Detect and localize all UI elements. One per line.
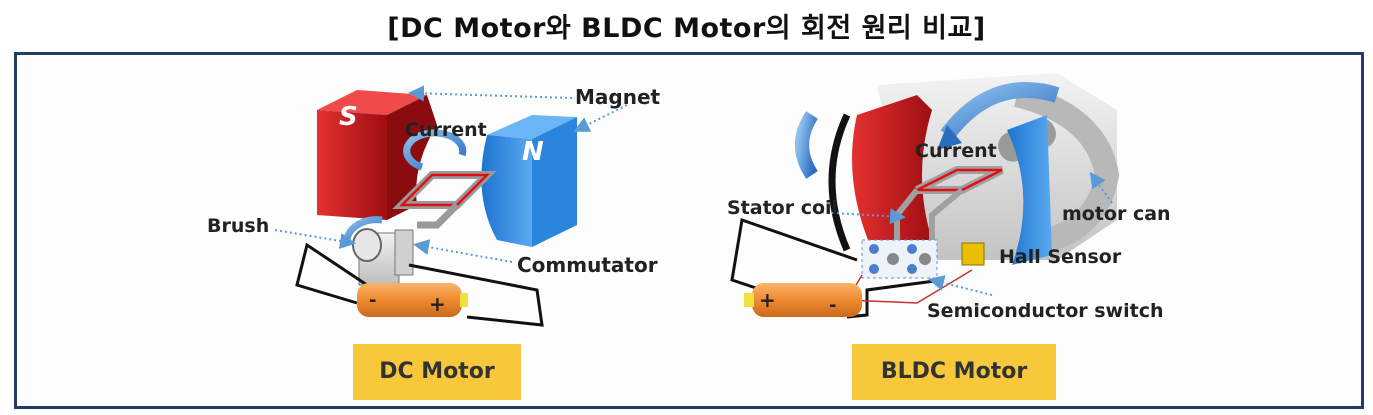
rotor-magnet-red (852, 95, 932, 250)
dc-current-loop (392, 171, 497, 229)
dc-wire-left (295, 242, 368, 305)
leader-brush (274, 229, 356, 249)
label-brush: Brush (207, 215, 270, 237)
leader-motor-can (1089, 171, 1113, 204)
motor-diagrams: - + S N (274, 73, 1120, 327)
label-hall-sensor: Hall Sensor (999, 246, 1122, 268)
page-title: [DC Motor와 BLDC Motor의 회전 원리 비교] (387, 13, 986, 44)
magnet-n-letter: N (522, 137, 544, 167)
rotor-magnet-blue (1007, 115, 1052, 265)
label-semiconductor-switch: Semiconductor switch (927, 300, 1164, 322)
comparison-frame: - + S N (14, 52, 1364, 409)
hall-sensor (961, 242, 985, 266)
dc-motor-badge: DC Motor (353, 344, 521, 400)
label-bldc-current: Current (915, 140, 997, 162)
semiconductor-switch (861, 239, 938, 279)
label-stator-coil: Stator coil (727, 197, 839, 219)
label-dc-current: Current (405, 119, 487, 141)
dc-battery (357, 283, 468, 317)
label-magnet: Magnet (575, 85, 661, 109)
label-motor-can: motor can (1062, 203, 1171, 225)
leader-stator-coil (816, 208, 906, 225)
dc-wire-right (408, 263, 544, 327)
dc-motor-diagram: - + S N (274, 85, 628, 327)
magnet-s (317, 90, 437, 220)
leader-magnet-s (408, 85, 573, 102)
bldc-rotation-arrow-top (940, 82, 1060, 140)
magnet-s-letter: S (339, 102, 358, 132)
bldc-wire-left (730, 217, 858, 297)
label-commutator: Commutator (517, 253, 658, 277)
bldc-motor-badge: BLDC Motor (852, 344, 1056, 400)
dc-rotation-arrow (403, 129, 467, 171)
bldc-motor-diagram: + - (730, 73, 1120, 319)
dc-battery-plus: + (429, 292, 446, 316)
commutator (343, 216, 414, 286)
leader-commutator (413, 239, 513, 263)
bldc-battery-minus: - (829, 295, 836, 316)
leader-switch (928, 275, 993, 296)
stator-arc-left (828, 113, 851, 252)
bldc-wire-right (846, 278, 943, 319)
bldc-rotation-arrow-left (795, 111, 818, 179)
bldc-battery (744, 283, 862, 317)
leader-magnet-n (573, 104, 628, 132)
dc-battery-minus: - (369, 290, 376, 311)
bldc-battery-plus: + (759, 288, 776, 312)
magnet-n (481, 115, 577, 247)
